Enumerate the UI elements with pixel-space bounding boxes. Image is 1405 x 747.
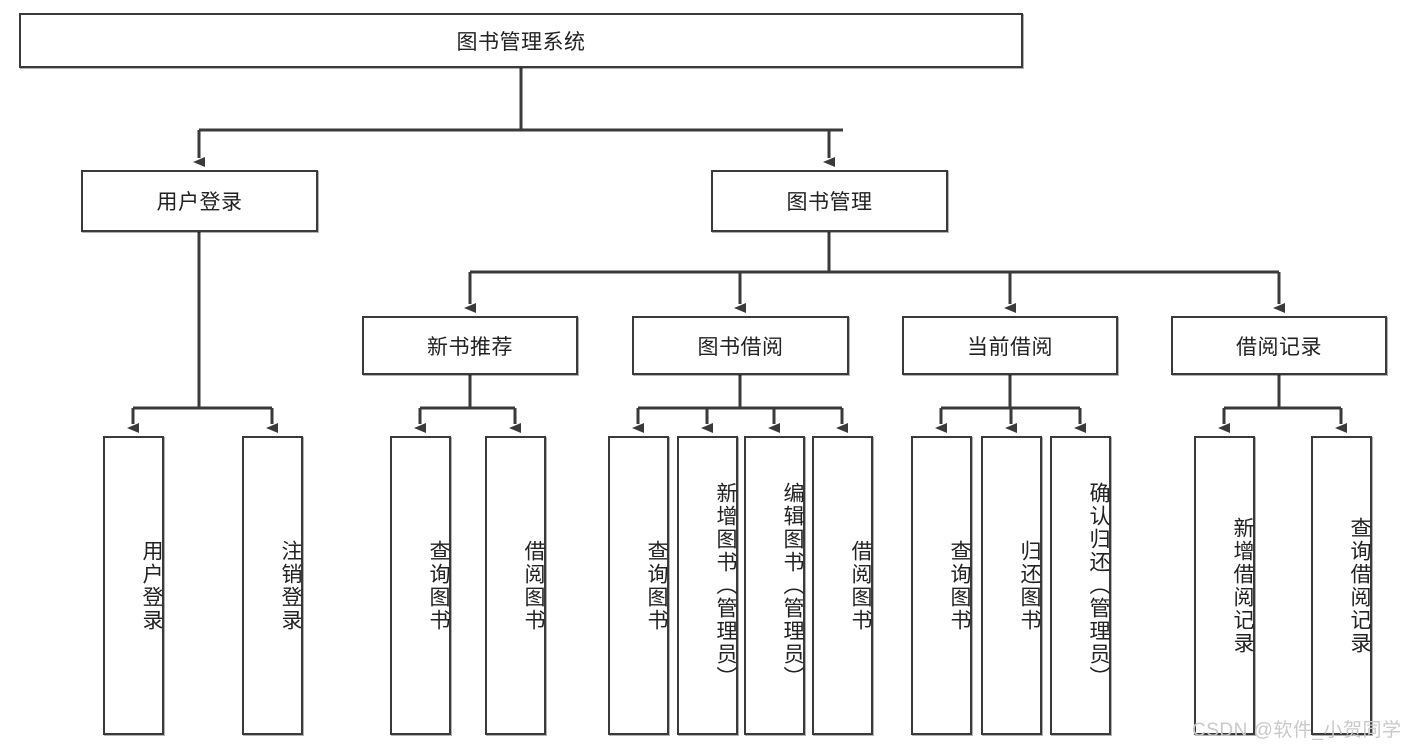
leaf-logout[interactable]: 注销登录 <box>242 436 303 735</box>
node-label: 归还图书 <box>1018 539 1041 632</box>
csdn-watermark: CSDN @软件_小贺同学 <box>1192 720 1402 741</box>
node-new-book-recommend[interactable]: 新书推荐 <box>362 316 578 375</box>
leaf-borrow-book[interactable]: 借阅图书 <box>812 436 873 735</box>
node-label: 图书借阅 <box>697 335 784 359</box>
node-label: 图书管理 <box>786 191 873 214</box>
node-label: 用户登录 <box>156 191 243 214</box>
node-label: 查询图书 <box>427 539 450 632</box>
leaf-query-book-borrow[interactable]: 查询图书 <box>608 436 669 735</box>
node-label: 注销登录 <box>279 539 302 632</box>
node-book-management[interactable]: 图书管理 <box>711 170 948 232</box>
node-label: 借阅图书 <box>849 539 872 632</box>
leaf-add-borrow-record[interactable]: 新增借阅记录 <box>1194 436 1255 735</box>
node-label: 借阅记录 <box>1236 335 1322 359</box>
leaf-user-login[interactable]: 用户登录 <box>103 436 164 735</box>
node-borrow-record[interactable]: 借阅记录 <box>1171 316 1387 375</box>
leaf-confirm-return-admin[interactable]: 确认归还（管理员） <box>1050 436 1111 735</box>
leaf-borrow-book-recommend[interactable]: 借阅图书 <box>485 436 546 735</box>
node-label: 新增图书（管理员） <box>714 482 737 689</box>
node-label: 图书管理系统 <box>456 30 586 54</box>
node-label: 新增借阅记录 <box>1231 516 1254 655</box>
node-label: 编辑图书（管理员） <box>781 482 804 689</box>
node-user-login[interactable]: 用户登录 <box>81 170 318 232</box>
leaf-return-book[interactable]: 归还图书 <box>981 436 1042 735</box>
leaf-add-book-admin[interactable]: 新增图书（管理员） <box>677 436 738 735</box>
node-label: 新书推荐 <box>427 335 513 359</box>
node-label: 借阅图书 <box>522 539 545 632</box>
node-current-borrow[interactable]: 当前借阅 <box>902 316 1118 375</box>
node-book-borrow[interactable]: 图书借阅 <box>632 316 849 375</box>
node-label: 查询图书 <box>948 539 971 632</box>
leaf-query-book-current[interactable]: 查询图书 <box>911 436 972 735</box>
node-label: 查询图书 <box>645 539 668 632</box>
node-label: 当前借阅 <box>967 335 1053 359</box>
node-label: 查询借阅记录 <box>1348 516 1371 655</box>
leaf-query-book-recommend[interactable]: 查询图书 <box>390 436 451 735</box>
node-label: 确认归还（管理员） <box>1087 482 1110 689</box>
node-label: 用户登录 <box>140 539 163 632</box>
leaf-query-borrow-record[interactable]: 查询借阅记录 <box>1311 436 1372 735</box>
node-root[interactable]: 图书管理系统 <box>19 13 1023 68</box>
leaf-edit-book-admin[interactable]: 编辑图书（管理员） <box>744 436 805 735</box>
